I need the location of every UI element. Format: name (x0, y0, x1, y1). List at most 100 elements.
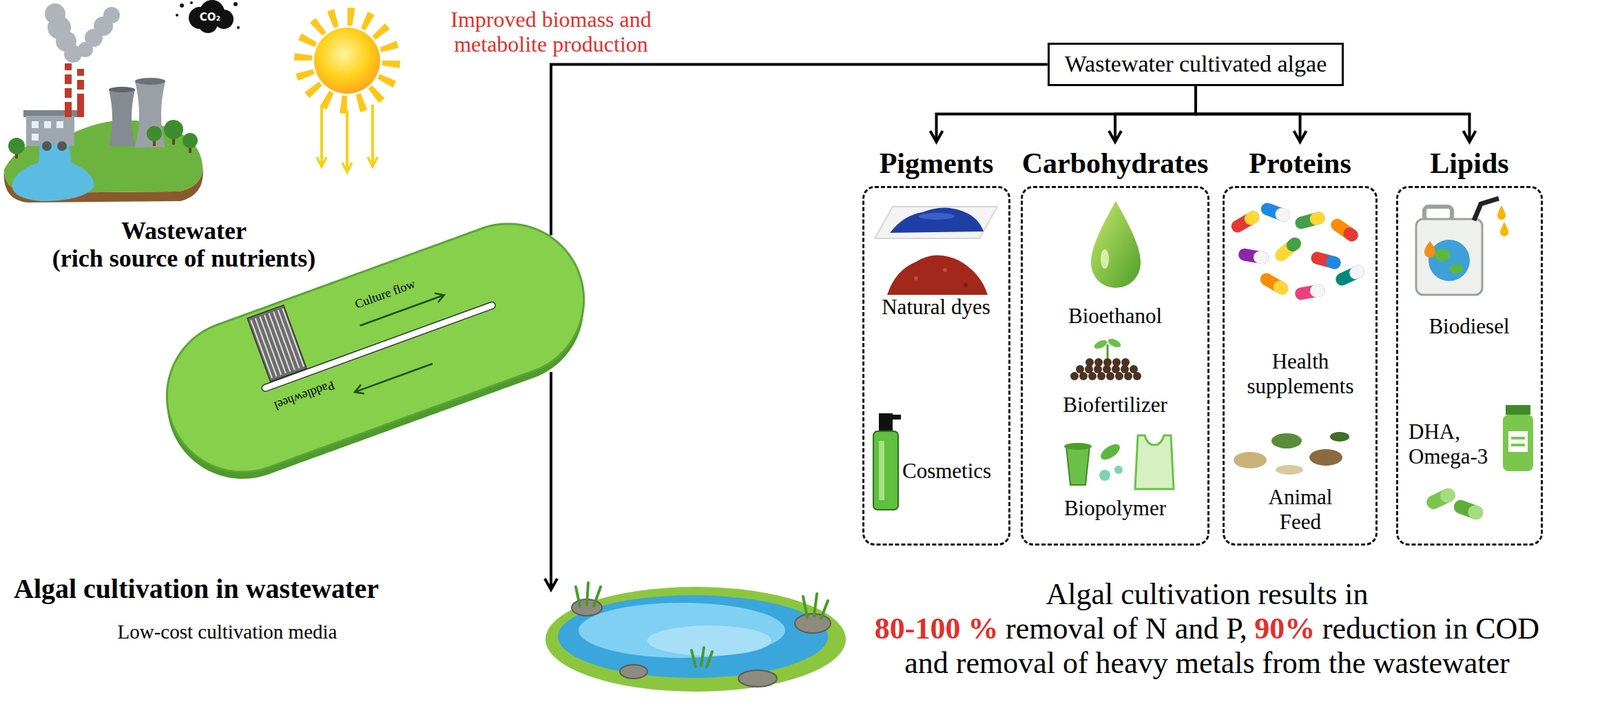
illustration-part (108, 89, 135, 147)
lipid-icons (1416, 198, 1534, 522)
illustration-part (1257, 270, 1291, 297)
illustration-part (942, 267, 948, 273)
product-label: Biopolymer (1064, 495, 1167, 521)
co2-cloud (175, 0, 240, 34)
illustration-part (1283, 234, 1304, 255)
illustration-part (64, 70, 72, 75)
illustration-part (1233, 451, 1267, 469)
illustration-part (1451, 497, 1485, 522)
carbohydrate-icons (1064, 201, 1174, 490)
product-label: Health supplements (1231, 349, 1370, 399)
illustration-part (1252, 250, 1270, 266)
illustration-part (1341, 225, 1361, 244)
paddle-blade (273, 311, 295, 370)
illustration-part (1257, 270, 1291, 297)
illustration-part (77, 89, 85, 94)
illustration-part (1466, 503, 1486, 522)
illustration-part (1424, 486, 1458, 512)
illustration-part (557, 595, 828, 678)
illustration-part (233, 2, 238, 7)
illustration-part (545, 586, 846, 692)
category-heading: Pigments (879, 147, 994, 180)
result-text: Algal cultivation results in (1045, 577, 1368, 611)
illustration-part (1094, 358, 1103, 367)
connector (936, 86, 1196, 142)
illustration-part (1064, 442, 1092, 450)
section-subheading: Low-cost cultivation media (117, 620, 338, 644)
illustration-part (878, 440, 885, 501)
category-box: LipidsBiodieselDHA, Omega-3 (1396, 147, 1543, 546)
box-text: Wastewater cultivated algae (1064, 50, 1328, 79)
illustration-part (31, 121, 39, 129)
illustration-part (1103, 358, 1112, 367)
illustration-part (575, 582, 828, 667)
gas-label: CO₂ (199, 11, 221, 24)
result-text: removal of N and P, (1005, 611, 1248, 646)
illustration-part (1129, 365, 1138, 374)
illustration-part (888, 414, 901, 420)
illustration-part (1502, 414, 1534, 472)
connector (551, 64, 1048, 235)
illustration-part (1505, 404, 1531, 415)
results-text: Algal cultivation results in80-100 %remo… (819, 577, 1595, 681)
illustration-part (1091, 201, 1141, 288)
category-heading: Carbohydrates (1022, 147, 1209, 180)
illustration-part (1075, 365, 1085, 374)
paddlewheel-symbol (247, 305, 307, 382)
illustration-part (1309, 449, 1343, 466)
illustration-part (1511, 436, 1525, 440)
illustration-part (146, 126, 162, 142)
illustration-part (1271, 433, 1302, 449)
process-box: Wastewater cultivated algae (1047, 42, 1345, 87)
illustration-part (320, 104, 324, 167)
illustration-part (314, 27, 381, 94)
illustration-part (31, 133, 39, 141)
illustration-part (134, 81, 166, 148)
illustration-part (1428, 239, 1470, 282)
illustration-part (1511, 443, 1525, 447)
category-box: CarbohydratesBioethanolBiofertilizerBiop… (1020, 147, 1210, 546)
section-heading: Algal cultivation in wastewater (13, 573, 379, 605)
illustration-part (1308, 283, 1326, 299)
illustration-part (1259, 201, 1293, 224)
illustration-part (64, 97, 72, 102)
illustration-part (1070, 358, 1142, 381)
product-label: Animal Feed (1259, 484, 1342, 534)
outflow-arrow (551, 371, 552, 590)
illustration-part (578, 602, 786, 658)
illustration-part (1293, 210, 1326, 231)
illustration-part (1272, 234, 1304, 264)
illustration-part (1237, 247, 1270, 265)
illustration-part (236, 26, 240, 29)
illustration-part (371, 104, 374, 167)
illustration-part (1449, 263, 1463, 274)
illustration-part (1242, 208, 1262, 228)
paddle-blade (278, 309, 300, 369)
product-label: DHA, Omega-3 (1408, 419, 1493, 469)
illustration-part (103, 6, 120, 24)
illustration-part (619, 664, 648, 679)
illustration-part (1500, 221, 1509, 237)
illustration-part (57, 141, 67, 151)
illustration-part (1066, 446, 1090, 485)
illustration-part (1333, 263, 1366, 288)
illustration-part (1309, 250, 1342, 271)
illustration-part (1228, 208, 1262, 235)
illustration-part (1085, 358, 1094, 367)
illustration-part (26, 115, 75, 147)
illustration-part (1451, 497, 1485, 522)
flow-arrow (353, 358, 435, 397)
sun (303, 16, 392, 173)
illustration-part (163, 119, 184, 140)
result-text: reduction in COD (1322, 611, 1540, 646)
illustration-part (1497, 205, 1506, 220)
illustration-part (1106, 344, 1109, 359)
illustration-part (1309, 250, 1342, 271)
illustration-part (175, 13, 179, 17)
illustration-part (1228, 208, 1262, 235)
illustration-part (77, 75, 85, 80)
illustration-part (345, 110, 349, 173)
paddle-blade (282, 308, 304, 368)
illustration-part (1333, 263, 1366, 288)
